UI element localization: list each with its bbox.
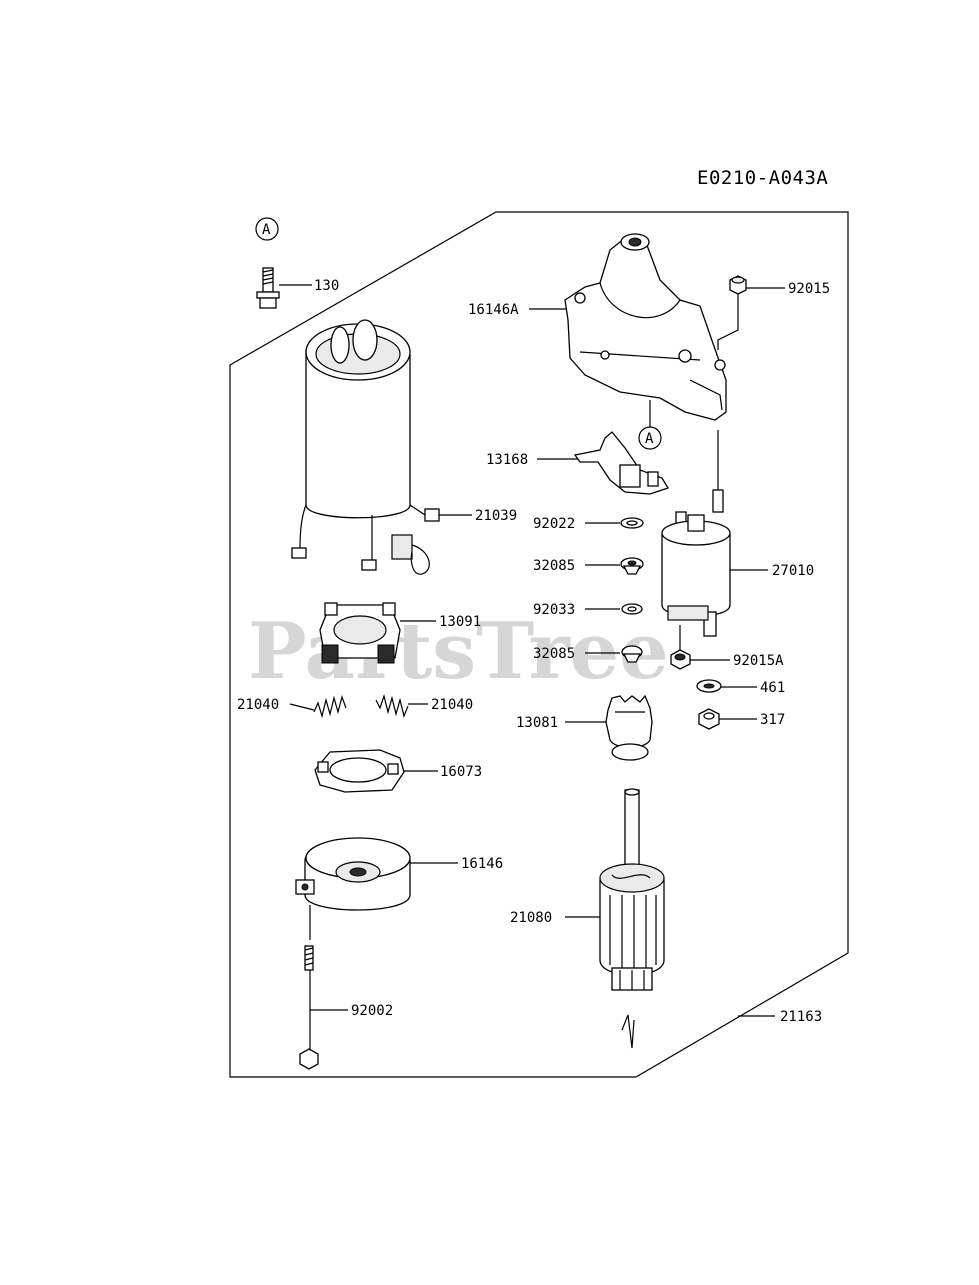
plate-16073-icon	[314, 749, 438, 793]
through-bolt-92002-icon	[299, 905, 348, 1070]
label-130[interactable]: 130	[314, 278, 339, 294]
label-16146a[interactable]: 16146A	[468, 302, 519, 318]
part-labels: 130 16146A 92015 13168 21039 92022 32085…	[237, 278, 830, 1025]
label-21040-right[interactable]: 21040	[431, 697, 473, 713]
callout-marker-a-top: A	[255, 217, 279, 241]
label-317[interactable]: 317	[760, 712, 785, 728]
washer-92033-icon	[585, 603, 643, 615]
diagram-code: E0210-A043A	[697, 167, 828, 189]
label-13091[interactable]: 13091	[439, 614, 481, 630]
spring-21040-right-icon	[375, 693, 428, 718]
nut-92015-icon	[717, 275, 785, 350]
label-16146[interactable]: 16146	[461, 856, 503, 872]
end-cover-16146-icon	[295, 837, 458, 911]
label-27010[interactable]: 27010	[772, 563, 814, 579]
callout-marker-a-housing: A	[638, 400, 662, 450]
label-13081[interactable]: 13081	[516, 715, 558, 731]
label-21039[interactable]: 21039	[475, 508, 517, 524]
label-92033[interactable]: 92033	[533, 602, 575, 618]
bracket-13168-icon	[537, 431, 669, 495]
housing-16146a-icon	[529, 233, 727, 421]
bushing-32085-lower-icon	[585, 645, 643, 663]
label-13168[interactable]: 13168	[486, 452, 528, 468]
assembly-boundary	[229, 211, 849, 1078]
solenoid-27010-icon	[661, 430, 768, 637]
label-32085-lower[interactable]: 32085	[533, 646, 575, 662]
label-92022[interactable]: 92022	[533, 516, 575, 532]
svg-text:A: A	[262, 222, 271, 238]
bushing-32085-top-icon	[585, 557, 644, 575]
watermark: PartsTree	[248, 606, 669, 697]
pinion-gear-13081-icon	[565, 694, 653, 761]
washer-92022-icon	[585, 517, 644, 529]
label-21080[interactable]: 21080	[510, 910, 552, 926]
field-coil-21039-icon	[291, 319, 472, 575]
bolt-130-icon	[256, 267, 312, 309]
label-92015[interactable]: 92015	[788, 281, 830, 297]
label-21163[interactable]: 21163	[780, 1009, 822, 1025]
nut-92015a-icon	[670, 625, 730, 670]
armature-21080-icon	[565, 788, 665, 1049]
washer-461-icon	[696, 679, 757, 693]
brush-holder-13091-icon	[319, 602, 436, 664]
label-32085-top[interactable]: 32085	[533, 558, 575, 574]
label-92015a[interactable]: 92015A	[733, 653, 784, 669]
label-21040-left[interactable]: 21040	[237, 697, 279, 713]
label-92002[interactable]: 92002	[351, 1003, 393, 1019]
nut-317-icon	[698, 708, 757, 730]
label-16073[interactable]: 16073	[440, 764, 482, 780]
spring-21040-left-icon	[289, 695, 347, 719]
label-461[interactable]: 461	[760, 680, 785, 696]
svg-text:A: A	[645, 431, 654, 447]
